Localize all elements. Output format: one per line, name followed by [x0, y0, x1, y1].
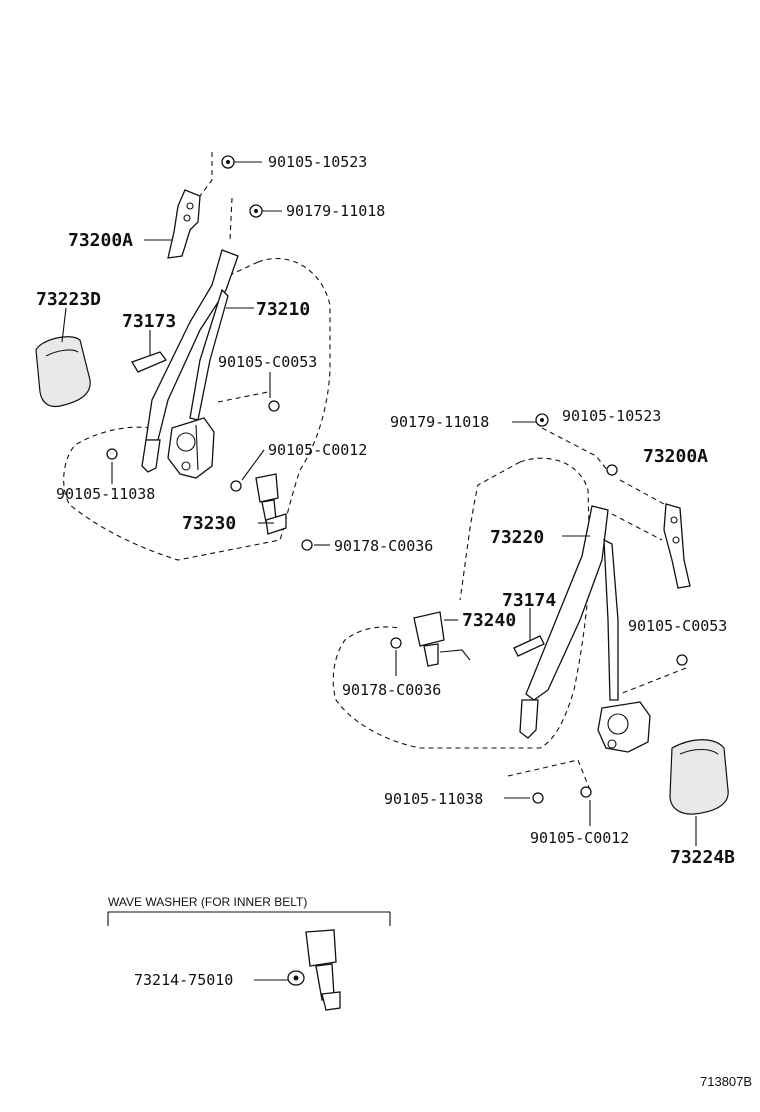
- bolt-icon: [390, 637, 402, 649]
- bolt-icon: [230, 480, 242, 492]
- label-90105-C0053: 90105-C0053: [218, 353, 317, 371]
- label-90105-C0053: 90105-C0053: [628, 617, 727, 635]
- label-73230: 73230: [182, 513, 236, 534]
- bolt-icon: [580, 786, 592, 798]
- label-73200A: 73200A: [643, 446, 708, 467]
- left-upper-anchor: [167, 189, 201, 259]
- label-90105-10523: 90105-10523: [268, 153, 367, 171]
- left-retractor: [167, 417, 215, 479]
- inset-note: WAVE WASHER (FOR INNER BELT): [108, 895, 307, 909]
- label-90179-11018: 90179-11018: [390, 413, 489, 431]
- label-90179-11018: 90179-11018: [286, 202, 385, 220]
- right-leader-c0053: [619, 667, 687, 695]
- left-buckle-73230: [255, 473, 287, 535]
- label-90105-10523: 90105-10523: [562, 407, 661, 425]
- right-leader-anchor-2: [611, 513, 663, 541]
- label-73224B: 73224B: [670, 847, 735, 868]
- inset-bracket: [107, 911, 391, 926]
- right-leader-anchor: [619, 479, 665, 505]
- wave-washer-icon: [287, 970, 305, 986]
- label-73214-75010: 73214-75010: [134, 971, 233, 989]
- bolt-icon: [606, 464, 618, 476]
- label-73174: 73174: [502, 590, 556, 611]
- right-leader-bottom: [507, 759, 591, 791]
- nut-icon: [249, 204, 263, 218]
- left-guide-73173: [131, 351, 168, 373]
- bolt-icon: [532, 792, 544, 804]
- bolt-icon: [221, 155, 235, 169]
- label-90105-11038: 90105-11038: [56, 485, 155, 503]
- bolt-icon: [106, 448, 118, 460]
- right-upper-anchor: [663, 503, 691, 589]
- bolt-icon: [268, 400, 280, 412]
- bolt-icon: [676, 654, 688, 666]
- label-90105-11038: 90105-11038: [384, 790, 483, 808]
- label-90105-C0012: 90105-C0012: [530, 829, 629, 847]
- left-cover-73223D: [35, 336, 91, 408]
- leader-90105-C0012-a: [241, 449, 265, 481]
- right-leader-nut: [541, 427, 613, 477]
- label-73200A: 73200A: [68, 230, 133, 251]
- label-73220: 73220: [490, 527, 544, 548]
- right-cover-73224B: [669, 739, 729, 815]
- nut-icon: [535, 413, 549, 427]
- label-90178-C0036: 90178-C0036: [334, 537, 433, 555]
- left-bolt-leader-2: [229, 197, 233, 241]
- label-73210: 73210: [256, 299, 310, 320]
- label-73173: 73173: [122, 311, 176, 332]
- label-90105-C0012: 90105-C0012: [268, 441, 367, 459]
- left-bolt-leader-1: [199, 152, 213, 197]
- left-leader-c0053: [217, 391, 269, 403]
- inner-belt-buckle: [305, 929, 341, 1011]
- diagram-reference-number: 713807B: [700, 1074, 752, 1089]
- right-retractor: [597, 701, 651, 753]
- right-buckle-73240: [413, 611, 471, 667]
- right-seat-outline: [332, 457, 591, 749]
- left-seat-outline: [63, 257, 331, 561]
- right-guide-73174: [513, 635, 545, 657]
- right-belt-webbing: [519, 505, 619, 739]
- label-90178-C0036: 90178-C0036: [342, 681, 441, 699]
- bolt-icon: [301, 539, 313, 551]
- leader-73223D: [61, 307, 67, 343]
- label-73240: 73240: [462, 610, 516, 631]
- label-73223D: 73223D: [36, 289, 101, 310]
